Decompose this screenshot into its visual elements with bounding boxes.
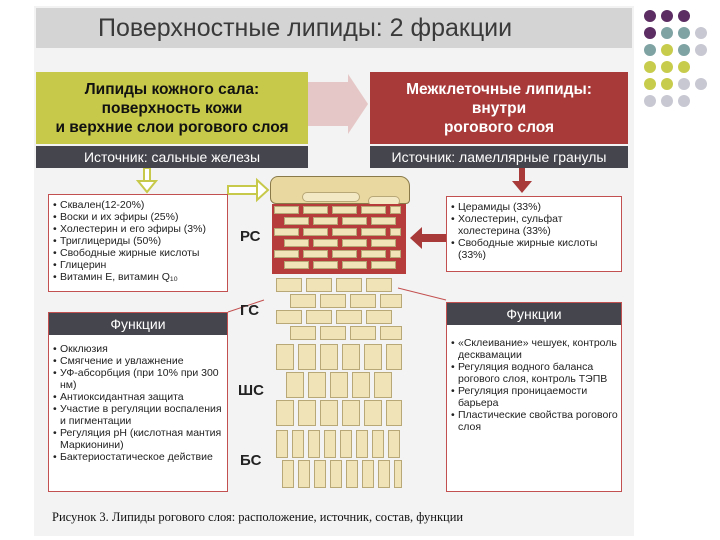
intercellular-composition-box: Церамиды (33%) Холестерин, сульфат холес…	[446, 196, 622, 272]
dot-icon	[661, 10, 673, 22]
sebum-composition-box: Сквален(12-20%) Воски и их эфиры (25%) Х…	[48, 194, 228, 292]
list-item: Холестерин, сульфат холестерина (33%)	[450, 213, 618, 237]
layer-label-bs: БС	[240, 452, 262, 469]
dot-icon	[661, 95, 673, 107]
dot-icon	[695, 44, 707, 56]
list-item: Пластические свойства рогового слоя	[450, 409, 620, 433]
dot-icon	[678, 10, 690, 22]
list-item: Глицерин	[52, 259, 224, 271]
layer-label-gs: ГС	[240, 302, 260, 319]
dot-icon	[644, 61, 656, 73]
intercellular-source-bar: Источник: ламеллярные гранулы	[370, 146, 628, 168]
dot-icon	[644, 78, 656, 90]
list-item: Бактериостатическое действие	[52, 451, 224, 463]
dot-icon	[695, 27, 707, 39]
dot-icon	[678, 44, 690, 56]
page-title: Поверхностные липиды: 2 фракции	[36, 8, 632, 48]
dot-icon	[661, 44, 673, 56]
sebum-lipids-header: Липиды кожного сала: поверхность кожи и …	[36, 72, 308, 144]
intercellular-lipids-header: Межклеточные липиды: внутри рогового сло…	[370, 72, 628, 144]
arrow-right-icon	[227, 177, 270, 203]
layer-label-shs: ШС	[238, 382, 264, 399]
dot-icon	[678, 78, 690, 90]
dot-icon	[695, 78, 707, 90]
list-item: Участие в регуляции воспаления и пигмент…	[52, 403, 224, 427]
dot-icon	[678, 61, 690, 73]
list-item: Окклюзия	[52, 343, 224, 355]
dot-icon	[644, 44, 656, 56]
list-item: Витамин E, витамин Q₁₀	[52, 271, 224, 283]
functions-header: Функции	[447, 303, 621, 325]
connector-line	[227, 299, 265, 313]
dot-icon	[678, 27, 690, 39]
list-item: Регуляция водного баланса рогового слоя,…	[450, 361, 620, 385]
header-line: Липиды кожного сала:	[84, 80, 260, 98]
list-item: Холестерин и его эфиры (3%)	[52, 223, 224, 235]
header-line: рогового слоя	[443, 118, 555, 136]
sebum-functions-box: Функции Окклюзия Смягчение и увлажнение …	[48, 312, 228, 492]
arrow-left-icon	[410, 227, 446, 249]
list-item: Сквален(12-20%)	[52, 199, 224, 211]
header-line: поверхность кожи	[101, 99, 243, 117]
header-line: Межклеточные липиды:	[406, 80, 592, 98]
header-line: внутри	[471, 99, 527, 117]
intercellular-functions-box: Функции «Склеивание» чешуек, контроль де…	[446, 302, 622, 492]
arrow-down-icon	[512, 168, 532, 193]
header-line: и верхние слои рогового слоя	[55, 118, 289, 136]
dot-icon	[644, 95, 656, 107]
layer-label-rs: РС	[240, 228, 261, 245]
arrow-right-icon	[308, 74, 368, 134]
dot-icon	[678, 95, 690, 107]
functions-header: Функции	[49, 313, 227, 335]
list-item: Свободные жирные кислоты (33%)	[450, 237, 618, 261]
dot-icon	[661, 78, 673, 90]
list-item: «Склеивание» чешуек, контроль десквамаци…	[450, 337, 620, 361]
list-item: Воски и их эфиры (25%)	[52, 211, 224, 223]
list-item: Триглицериды (50%)	[52, 235, 224, 247]
list-item: Антиоксидантная защита	[52, 391, 224, 403]
dot-icon	[644, 10, 656, 22]
list-item: Смягчение и увлажнение	[52, 355, 224, 367]
list-item: Церамиды (33%)	[450, 201, 618, 213]
list-item: Свободные жирные кислоты	[52, 247, 224, 259]
list-item: Регуляция pH (кислотная мантия Маркионин…	[52, 427, 224, 451]
list-item: УФ-абсорбция (при 10% при 300 нм)	[52, 367, 224, 391]
dot-icon	[661, 61, 673, 73]
list-item: Регуляция проницаемости барьера	[450, 385, 620, 409]
connector-line	[397, 287, 447, 301]
figure-caption: Рисунок 3. Липиды рогового слоя: располо…	[52, 510, 464, 524]
arrow-down-icon	[135, 167, 159, 194]
dot-icon	[644, 27, 656, 39]
sebum-source-bar: Источник: сальные железы	[36, 146, 308, 168]
dot-icon	[661, 27, 673, 39]
